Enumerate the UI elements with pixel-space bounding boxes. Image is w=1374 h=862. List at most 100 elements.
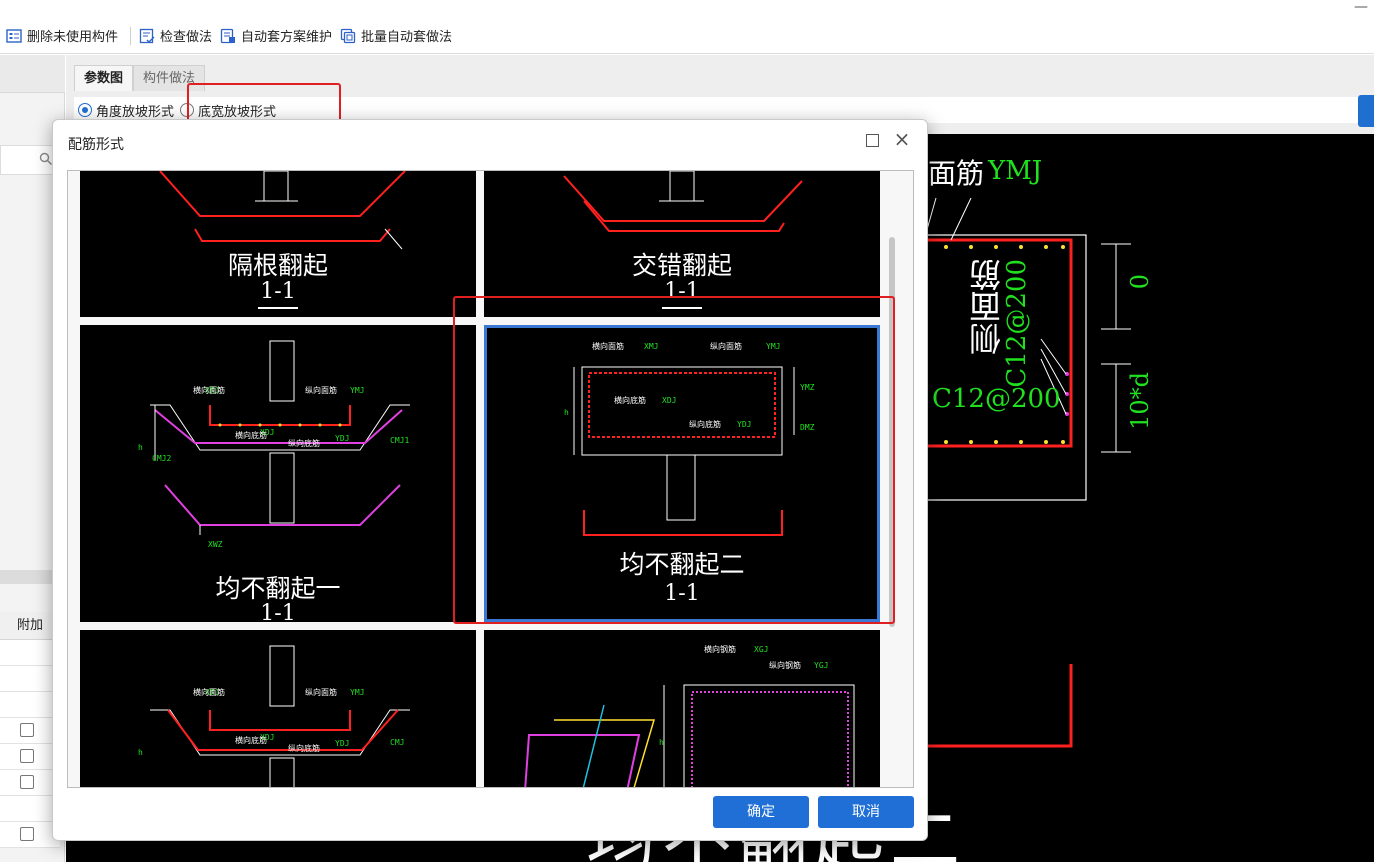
table-row[interactable] bbox=[0, 796, 60, 822]
svg-text:h: h bbox=[564, 408, 569, 417]
table-row[interactable] bbox=[0, 692, 60, 718]
svg-text:YMZ: YMZ bbox=[800, 383, 815, 392]
option-section: 1-1 bbox=[260, 279, 296, 304]
radio-width-slope-label: 底宽放坡形式 bbox=[198, 104, 277, 120]
batch-auto-method-label: 批量自动套做法 bbox=[361, 30, 453, 45]
tab-bar: 参数图 构件做法 bbox=[74, 65, 206, 91]
column-header-extra: 附加 bbox=[0, 612, 60, 640]
title-bar: — bbox=[0, 0, 1374, 18]
option-card[interactable]: XGJ YGJ h 横向钢筋纵向钢筋 bbox=[484, 630, 880, 787]
list-delete-icon bbox=[6, 28, 22, 44]
auto-scheme-maintain-label: 自动套方案维护 bbox=[241, 30, 333, 45]
table-row[interactable] bbox=[0, 640, 60, 666]
side-rebar-spec: C12@200 bbox=[1002, 259, 1032, 388]
row-checkbox[interactable] bbox=[20, 723, 34, 737]
table-row[interactable] bbox=[0, 718, 60, 744]
svg-text:纵向底筋: 纵向底筋 bbox=[288, 743, 320, 753]
svg-text:XGJ: XGJ bbox=[754, 645, 768, 654]
table-row[interactable] bbox=[0, 770, 60, 796]
svg-text:纵向底筋: 纵向底筋 bbox=[689, 419, 721, 429]
check-method-label: 检查做法 bbox=[160, 30, 213, 45]
svg-text:纵向面筋: 纵向面筋 bbox=[305, 385, 337, 395]
rebar-outline bbox=[924, 238, 1073, 448]
option-caption: 隔根翻起 bbox=[227, 251, 328, 280]
section-underline bbox=[662, 307, 702, 309]
row-checkbox[interactable] bbox=[20, 749, 34, 763]
svg-text:CMJ: CMJ bbox=[390, 738, 404, 747]
option-card[interactable]: 隔根翻起 1-1 bbox=[80, 171, 476, 317]
option-caption: 交错翻起 bbox=[631, 251, 732, 280]
gallery-scrollbar[interactable] bbox=[889, 237, 895, 627]
svg-text:XMJ: XMJ bbox=[205, 688, 219, 697]
svg-text:XDJ: XDJ bbox=[662, 396, 676, 405]
toolbar-divider bbox=[130, 26, 132, 45]
radio-angle-slope-dot[interactable] bbox=[78, 103, 92, 117]
dimension-top-label: 0 bbox=[1126, 274, 1154, 290]
search-input[interactable] bbox=[0, 145, 60, 175]
search-icon[interactable] bbox=[39, 152, 53, 166]
close-icon[interactable]: × bbox=[893, 127, 911, 151]
checklist-icon bbox=[139, 28, 155, 44]
option-gallery: 隔根翻起 1-1 交错翻起 1-1 bbox=[67, 170, 914, 788]
side-leaders bbox=[1040, 338, 1067, 415]
top-rebar-label: 面筋 bbox=[928, 157, 985, 190]
batch-copy-icon bbox=[340, 28, 356, 44]
lower-rebar bbox=[926, 664, 1073, 748]
svg-text:纵向钢筋: 纵向钢筋 bbox=[769, 660, 801, 670]
radio-angle-slope-label: 角度放坡形式 bbox=[96, 104, 175, 120]
delete-unused-button[interactable]: 删除未使用构件 bbox=[4, 22, 124, 50]
svg-text:横向底筋: 横向底筋 bbox=[235, 430, 267, 440]
table-row[interactable] bbox=[0, 822, 60, 848]
table-row[interactable] bbox=[0, 666, 60, 692]
radio-angle-slope[interactable]: 角度放坡形式 bbox=[78, 101, 174, 120]
svg-text:CMJ2: CMJ2 bbox=[152, 454, 171, 463]
tab-param-diagram[interactable]: 参数图 bbox=[74, 65, 134, 91]
panel-splitter[interactable] bbox=[0, 570, 65, 584]
check-method-button[interactable]: 检查做法 bbox=[137, 22, 218, 50]
svg-text:纵向面筋: 纵向面筋 bbox=[305, 687, 337, 697]
toolbar: 删除未使用构件 检查做法 自动套方案维护 批量自动套做法 bbox=[0, 18, 1374, 54]
option-caption: 均不翻起二 bbox=[619, 550, 745, 579]
svg-text:YGJ: YGJ bbox=[814, 661, 828, 670]
svg-text:横向钢筋: 横向钢筋 bbox=[704, 644, 736, 654]
section-underline bbox=[258, 307, 298, 309]
batch-auto-method-button[interactable]: 批量自动套做法 bbox=[338, 22, 458, 50]
svg-text:横向面筋: 横向面筋 bbox=[592, 341, 624, 351]
auto-scheme-maintain-button[interactable]: 自动套方案维护 bbox=[218, 22, 338, 50]
row-checkbox[interactable] bbox=[20, 775, 34, 789]
minimize-button[interactable]: — bbox=[1354, 0, 1368, 15]
svg-text:CMJ1: CMJ1 bbox=[390, 436, 409, 445]
dimension-lines bbox=[1101, 243, 1131, 453]
row-checkbox[interactable] bbox=[20, 827, 34, 841]
option-section: 1-1 bbox=[260, 601, 296, 622]
side-panel-toggle[interactable] bbox=[1358, 95, 1374, 127]
table-row[interactable] bbox=[0, 744, 60, 770]
leader-line bbox=[950, 197, 972, 241]
option-card[interactable]: 交错翻起 1-1 bbox=[484, 171, 880, 317]
tab-component-method[interactable]: 构件做法 bbox=[133, 65, 206, 91]
svg-text:YDJ: YDJ bbox=[335, 739, 349, 748]
left-panel-header bbox=[0, 55, 65, 93]
svg-text:XWZ: XWZ bbox=[208, 540, 223, 549]
svg-text:横向面筋: 横向面筋 bbox=[193, 385, 225, 395]
cancel-button[interactable]: 取消 bbox=[818, 796, 914, 828]
svg-text:XMJ: XMJ bbox=[644, 342, 658, 351]
svg-text:YDJ: YDJ bbox=[335, 434, 349, 443]
svg-text:YMJ: YMJ bbox=[766, 342, 780, 351]
option-section: 1-1 bbox=[664, 581, 700, 606]
maximize-icon[interactable] bbox=[866, 134, 879, 147]
rebar-form-dialog: 配筋形式 × 隔根翻起 1-1 交错翻起 1-1 bbox=[52, 119, 928, 841]
ok-button[interactable]: 确定 bbox=[713, 796, 809, 828]
option-caption: 均不翻起一 bbox=[215, 574, 341, 603]
svg-text:横向底筋: 横向底筋 bbox=[235, 735, 267, 745]
svg-text:h: h bbox=[659, 738, 664, 747]
dialog-title: 配筋形式 bbox=[68, 137, 124, 153]
delete-unused-label: 删除未使用构件 bbox=[27, 30, 119, 45]
annotation-box-selected-option bbox=[453, 296, 895, 624]
